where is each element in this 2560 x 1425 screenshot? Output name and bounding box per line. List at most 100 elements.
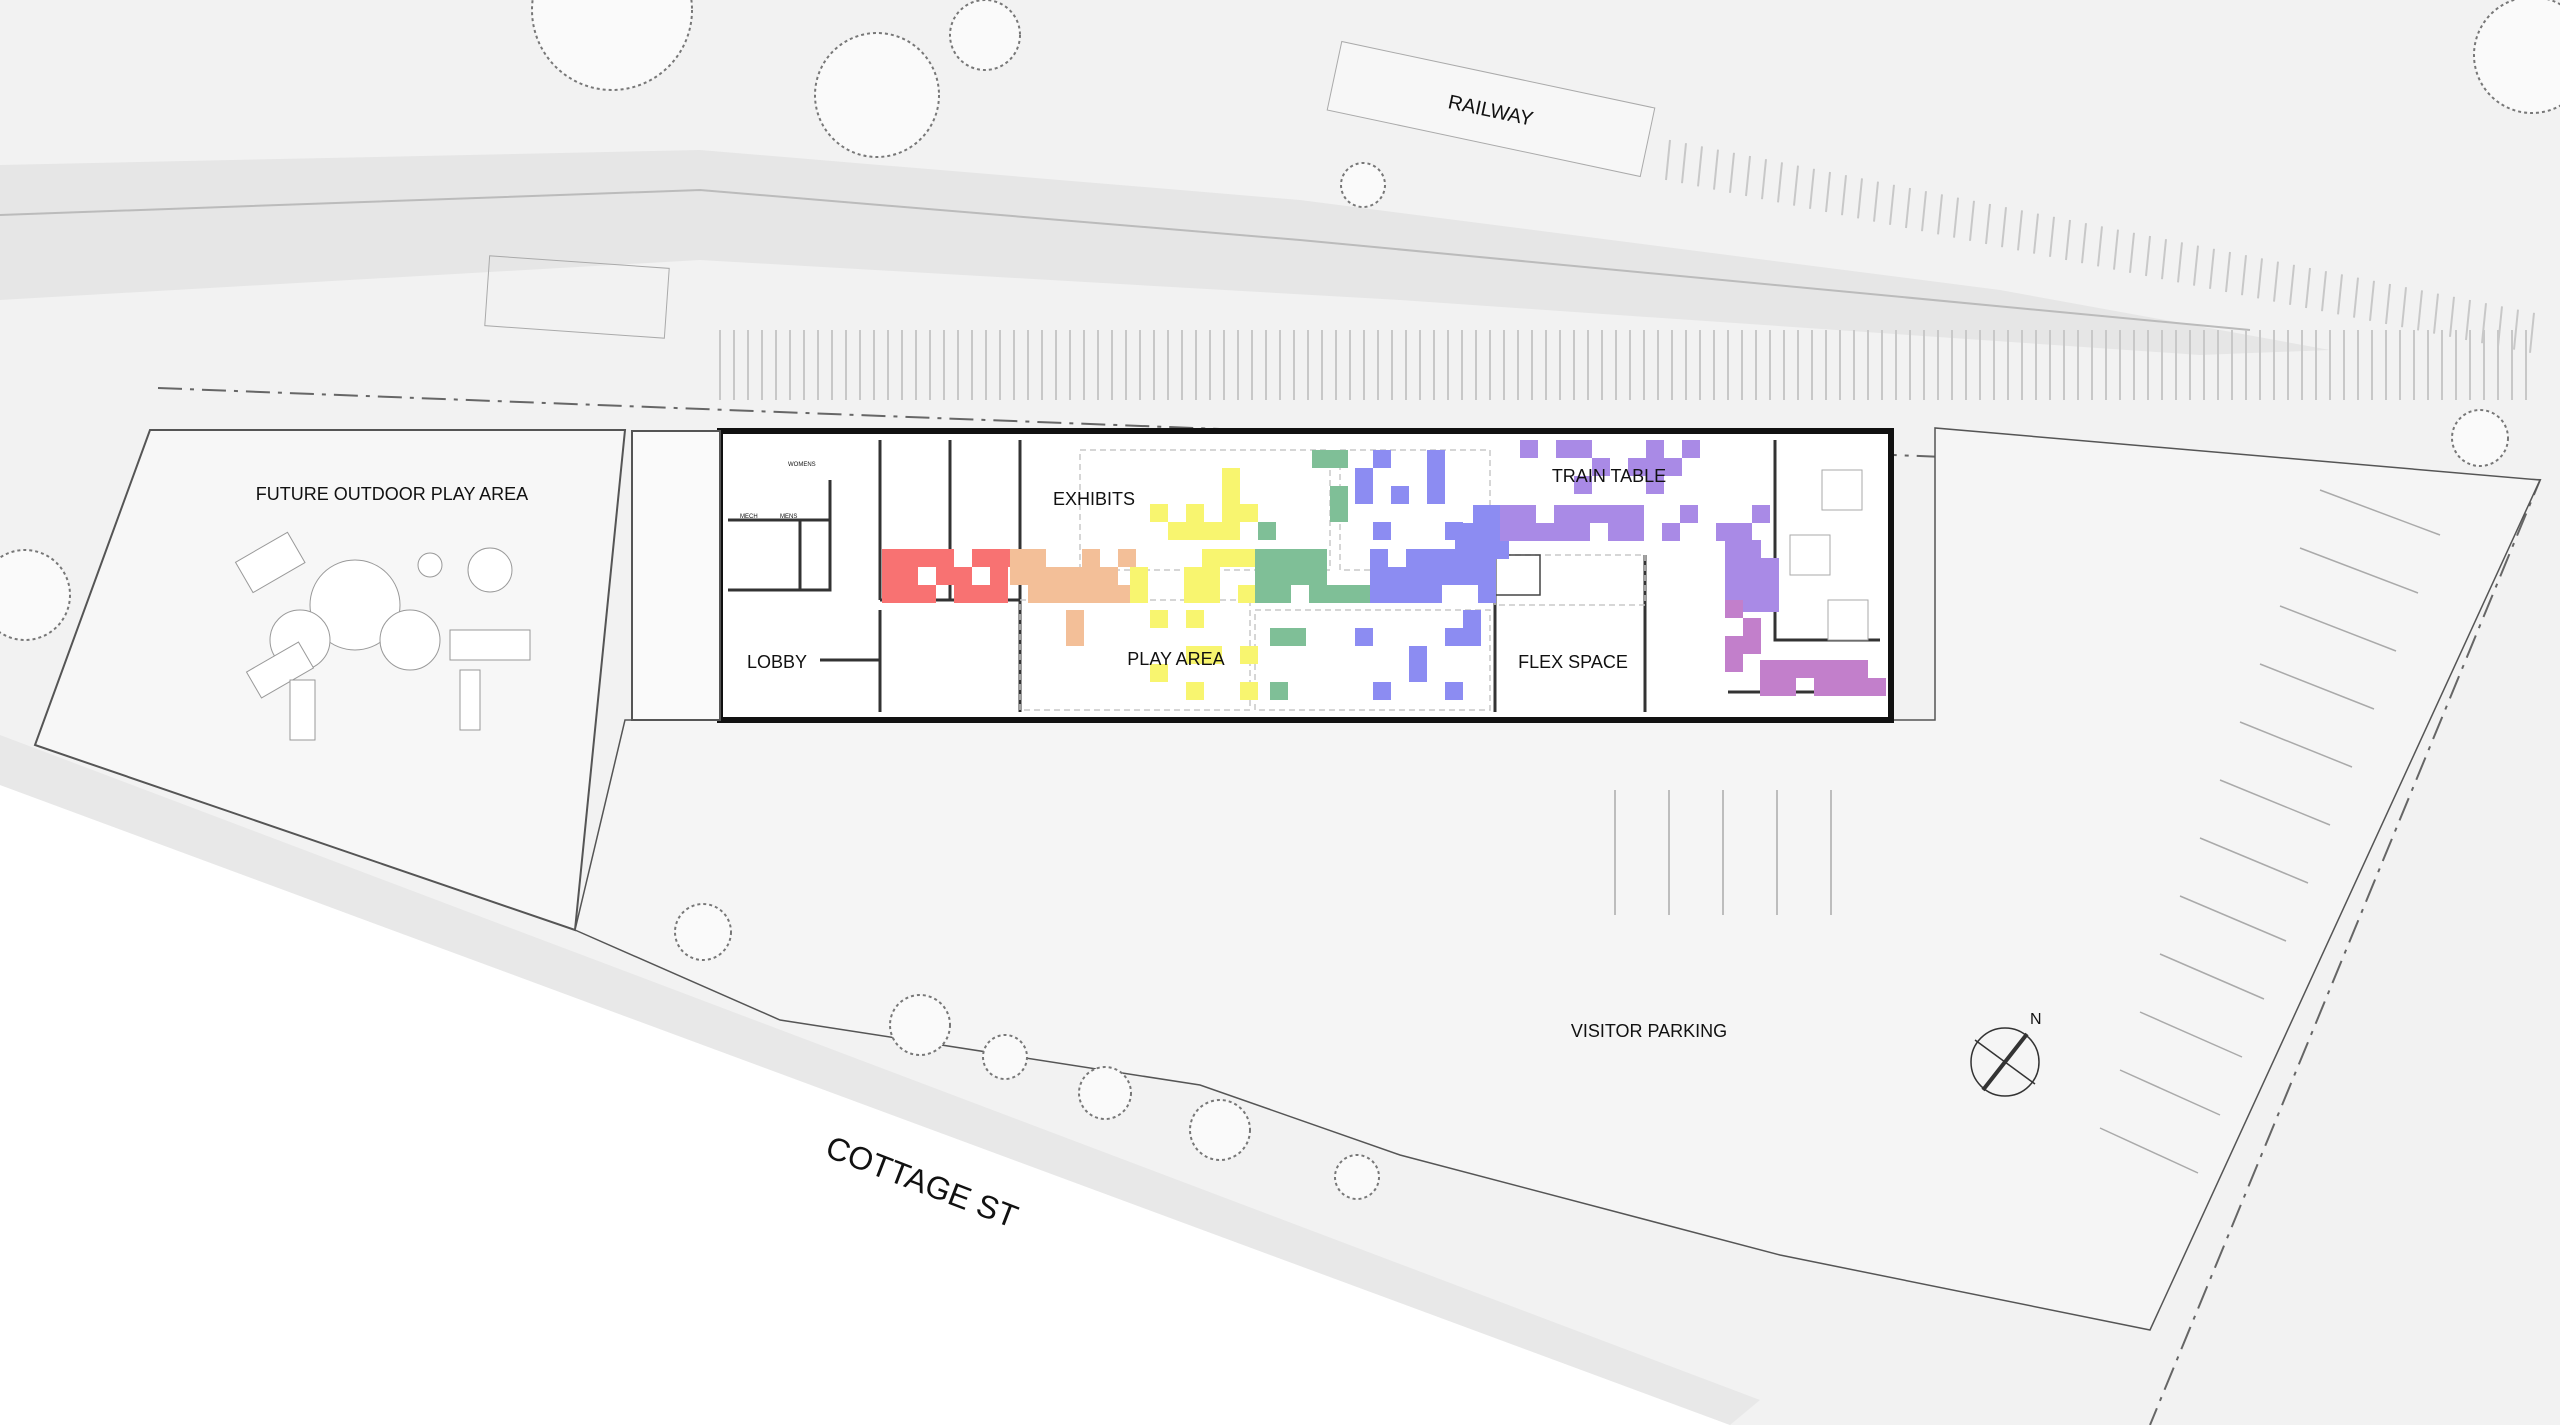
activity-tile-blue — [1427, 450, 1445, 468]
rail-tie — [2513, 309, 2519, 350]
activity-tile-purple — [1725, 576, 1743, 594]
activity-tile-yellow — [1168, 522, 1186, 540]
activity-tile-purple — [1500, 523, 1518, 541]
activity-tile-blue — [1373, 682, 1391, 700]
activity-tile-purple — [1608, 505, 1626, 523]
activity-tile-peach — [1082, 567, 1100, 585]
rail-tie — [1697, 146, 1703, 187]
activity-tile-yellow — [1240, 504, 1258, 522]
tree-icon — [982, 1034, 1028, 1080]
activity-tile-magenta — [1725, 600, 1743, 618]
activity-tile-peach — [1082, 549, 1100, 567]
tree-icon — [1189, 1099, 1251, 1161]
activity-tile-blue — [1370, 549, 1388, 567]
activity-tile-green — [1327, 585, 1345, 603]
activity-tile-green — [1288, 628, 1306, 646]
rail-tie — [2449, 296, 2455, 337]
parking-stall-line — [2099, 1127, 2199, 1174]
activity-tile-purple — [1500, 505, 1518, 523]
activity-tile-peach — [1082, 585, 1100, 603]
tree-icon — [2451, 409, 2509, 467]
activity-tile-purple — [1752, 505, 1770, 523]
tree-icon — [814, 32, 940, 158]
activity-tile-blue — [1373, 450, 1391, 468]
activity-tile-yellow — [1238, 585, 1256, 603]
activity-tile-purple — [1725, 540, 1743, 558]
activity-tile-purple — [1743, 576, 1761, 594]
activity-tile-blue — [1355, 468, 1373, 486]
parking-stall-line — [2179, 895, 2287, 942]
parking-stall-line — [2239, 721, 2353, 768]
train-table-label: TRAIN TABLE — [1552, 466, 1666, 486]
activity-tile-purple — [1572, 523, 1590, 541]
activity-tile-purple — [1518, 505, 1536, 523]
activity-tile-peach — [1100, 585, 1118, 603]
activity-tile-purple — [1725, 558, 1743, 576]
activity-tile-purple — [1608, 523, 1626, 541]
activity-tile-red — [882, 585, 900, 603]
activity-tile-blue — [1460, 567, 1478, 585]
activity-tile-blue — [1442, 567, 1460, 585]
activity-tile-blue — [1373, 522, 1391, 540]
activity-tile-magenta — [1778, 660, 1796, 678]
rail-tie — [2353, 277, 2359, 318]
activity-tile-yellow — [1150, 610, 1168, 628]
activity-tile-peach — [1010, 549, 1028, 567]
flex-space-label: FLEX SPACE — [1518, 652, 1628, 672]
activity-tile-yellow — [1202, 549, 1220, 567]
mens-label: MENS — [780, 514, 797, 520]
activity-tile-magenta — [1868, 678, 1886, 696]
activity-tile-red — [882, 549, 900, 567]
activity-tile-blue — [1491, 541, 1509, 559]
rail-tie — [2497, 306, 2503, 347]
activity-tile-purple — [1734, 523, 1752, 541]
activity-tile-blue — [1427, 468, 1445, 486]
activity-tile-magenta — [1778, 678, 1796, 696]
tree-icon — [1078, 1066, 1132, 1120]
activity-tile-green — [1255, 585, 1273, 603]
activity-tile-yellow — [1186, 522, 1204, 540]
rail-tie — [1937, 194, 1943, 235]
rail-tie — [2129, 232, 2135, 273]
activity-tile-red — [936, 549, 954, 567]
activity-tile-peach — [1010, 567, 1028, 585]
activity-tile-red — [936, 567, 954, 585]
activity-tile-purple — [1556, 440, 1574, 458]
activity-tile-yellow — [1222, 486, 1240, 504]
activity-tile-red — [954, 585, 972, 603]
trees — [0, 0, 2560, 1200]
rail-tie — [1969, 200, 1975, 241]
activity-tile-blue — [1409, 646, 1427, 664]
activity-tile-yellow — [1220, 549, 1238, 567]
activity-tile-blue — [1455, 541, 1473, 559]
activity-tile-peach — [1118, 549, 1136, 567]
rail-tie — [2337, 274, 2343, 315]
activity-tile-yellow — [1184, 567, 1202, 585]
activity-tile-yellow — [1222, 468, 1240, 486]
activity-tile-yellow — [1222, 522, 1240, 540]
rail-tie — [1985, 203, 1991, 245]
activity-tile-blue — [1478, 567, 1496, 585]
lobby-label: LOBBY — [747, 652, 807, 672]
parking-stall-line — [2259, 663, 2375, 710]
activity-tile-peach — [1028, 549, 1046, 567]
activity-tile-purple — [1743, 594, 1761, 612]
activity-tile-blue — [1424, 585, 1442, 603]
activity-tile-yellow — [1186, 646, 1204, 664]
rail-tie — [1857, 178, 1863, 219]
exhibits-label: EXHIBITS — [1053, 489, 1135, 509]
rail-tie — [2273, 261, 2279, 302]
rail-tie — [2177, 242, 2183, 283]
activity-tile-green — [1309, 585, 1327, 603]
activity-tile-blue — [1473, 541, 1491, 559]
rail-tie — [2033, 213, 2039, 254]
activity-tile-yellow — [1240, 682, 1258, 700]
activity-tile-blue — [1455, 523, 1473, 541]
rail-tie — [2257, 258, 2263, 299]
activity-tile-blue — [1445, 682, 1463, 700]
tree-icon — [1340, 162, 1386, 208]
shed — [484, 255, 670, 339]
tree-icon — [674, 903, 732, 961]
activity-tile-blue — [1355, 628, 1373, 646]
activity-tile-red — [900, 585, 918, 603]
